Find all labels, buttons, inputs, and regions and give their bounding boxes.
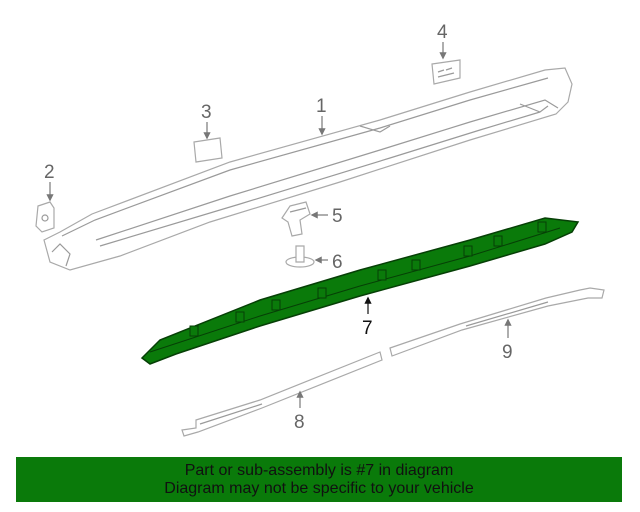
callout-8[interactable]: 8 [294, 412, 305, 433]
callout-2[interactable]: 2 [44, 162, 55, 183]
label-pad-part-3[interactable] [193, 137, 223, 163]
parts-diagram: 1 2 3 4 5 6 7 8 9 [35, 22, 605, 437]
banner-line-2: Diagram may not be specific to your vehi… [164, 480, 474, 497]
callout-4[interactable]: 4 [437, 22, 448, 43]
banner-line-1: Part or sub-assembly is #7 in diagram [184, 462, 454, 479]
retainer-tab-part-4[interactable] [431, 59, 461, 85]
highlight-notice-banner: Part or sub-assembly is #7 in diagram Di… [16, 457, 622, 502]
rocker-panel-part-1[interactable] [43, 67, 573, 271]
moulding-body [140, 217, 580, 365]
callout-7[interactable]: 7 [362, 318, 373, 339]
moulding-part-7-highlighted[interactable] [140, 217, 580, 365]
trim-strip-part-8[interactable] [181, 351, 383, 437]
push-clip-part-5[interactable] [281, 201, 311, 237]
rivet-part-6[interactable] [285, 245, 315, 268]
callout-3[interactable]: 3 [201, 102, 212, 123]
callout-9[interactable]: 9 [502, 342, 513, 363]
callout-5[interactable]: 5 [332, 206, 343, 227]
trim-strip-part-9[interactable] [389, 287, 605, 357]
callout-6[interactable]: 6 [332, 252, 343, 273]
callout-1[interactable]: 1 [316, 96, 327, 117]
clip-bracket-part-2[interactable] [35, 201, 55, 233]
